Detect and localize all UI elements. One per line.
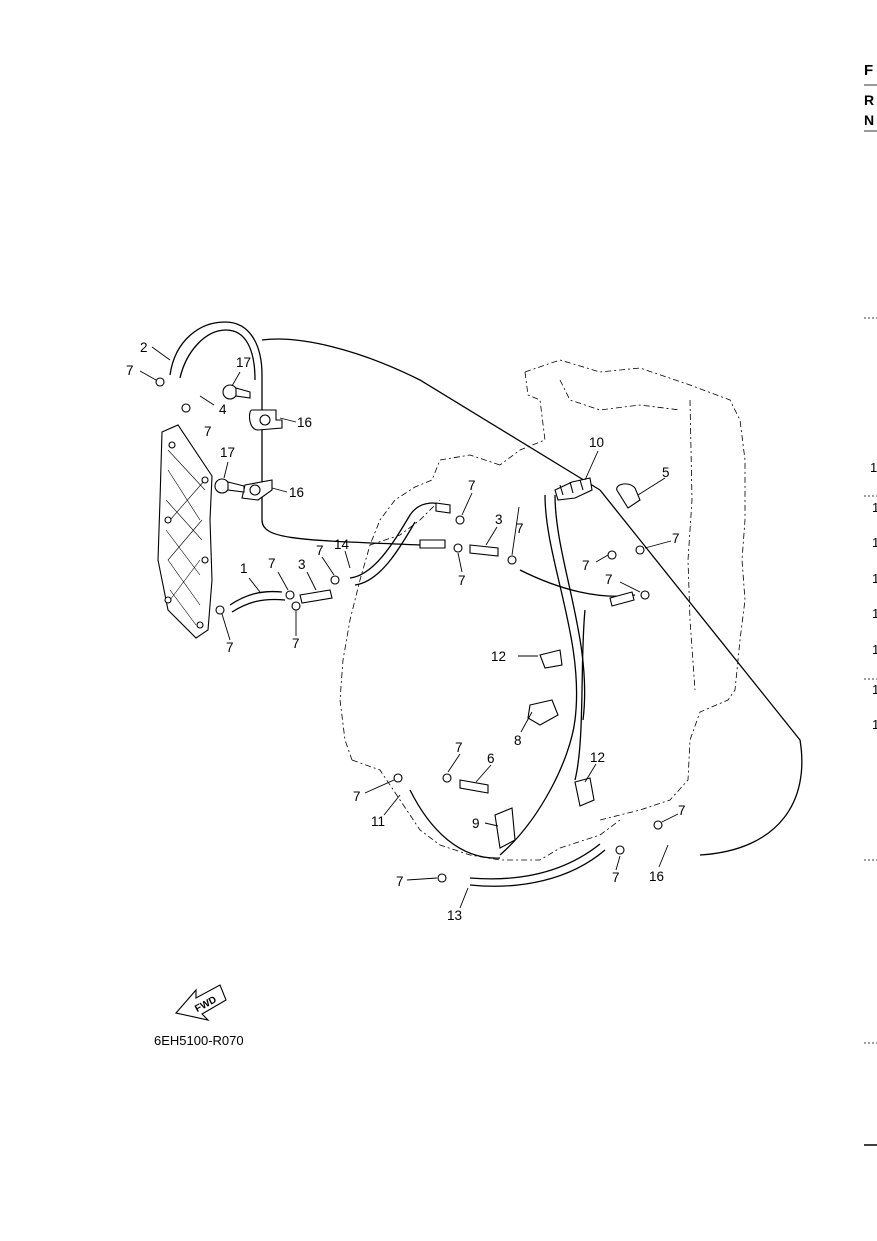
hoses	[169, 321, 803, 887]
callout-7: 7	[612, 870, 620, 885]
svg-text:1: 1	[872, 571, 877, 586]
callout-2: 2	[140, 340, 148, 355]
gasket-plate	[157, 424, 213, 639]
callout-7: 7	[455, 740, 463, 755]
hose-diagonal-long	[599, 489, 803, 856]
callout-7: 7	[353, 789, 361, 804]
callout-1: 1	[240, 561, 248, 576]
svg-text:N: N	[864, 112, 874, 128]
svg-text:1: 1	[872, 500, 877, 515]
callout-labels: 2 7 4 7 17 16 17 16 1 7 3 7 14 7 7 7 3 7…	[126, 340, 686, 923]
callout-7: 7	[226, 640, 234, 655]
hose-mid-right	[519, 569, 636, 597]
hose-6	[499, 494, 578, 856]
callout-7: 7	[126, 363, 134, 378]
hose-2	[169, 321, 421, 546]
engine-block-outline	[339, 359, 746, 861]
callout-7: 7	[672, 531, 680, 546]
callout-13: 13	[447, 908, 462, 923]
svg-text:1: 1	[872, 535, 877, 550]
svg-text:1: 1	[872, 682, 877, 697]
callout-7: 7	[678, 803, 686, 818]
callout-16: 16	[289, 485, 304, 500]
callout-7: 7	[292, 636, 300, 651]
callout-7: 7	[516, 521, 524, 536]
callout-7: 7	[316, 543, 324, 558]
callout-3: 3	[495, 512, 503, 527]
callout-3: 3	[298, 557, 306, 572]
svg-text:1: 1	[872, 717, 877, 732]
callout-7: 7	[268, 556, 276, 571]
svg-text:F: F	[864, 62, 873, 79]
hose-1	[229, 590, 283, 606]
callout-12: 12	[590, 750, 605, 765]
hose-clamps	[155, 377, 663, 883]
svg-text:1: 1	[870, 460, 877, 475]
callout-10: 10	[589, 435, 604, 450]
fwd-arrow-icon: FWD	[174, 984, 227, 1021]
hose-13	[469, 849, 606, 887]
figure-code: 6EH5100-R070	[154, 1033, 244, 1048]
callout-7: 7	[204, 424, 212, 439]
callout-7: 7	[458, 573, 466, 588]
svg-text:1: 1	[872, 606, 877, 621]
clamps-16	[241, 409, 283, 501]
callout-17: 17	[220, 445, 235, 460]
callout-6: 6	[487, 751, 495, 766]
svg-text:1: 1	[872, 642, 877, 657]
callout-7: 7	[582, 558, 590, 573]
callout-7: 7	[468, 478, 476, 493]
callout-9: 9	[472, 816, 480, 831]
callout-7: 7	[396, 874, 404, 889]
hose-11	[409, 789, 501, 859]
callout-7: 7	[605, 572, 613, 587]
bolts-17	[214, 384, 251, 494]
callout-11: 11	[371, 814, 385, 829]
callout-8: 8	[514, 733, 522, 748]
callout-5: 5	[662, 465, 670, 480]
callout-15: 16	[649, 869, 664, 884]
svg-text:R: R	[864, 92, 874, 108]
callout-4: 4	[219, 402, 227, 417]
callout-14: 14	[334, 537, 350, 552]
hose-upper-long	[261, 338, 601, 491]
clip-parts	[494, 477, 641, 849]
callout-17: 17	[236, 355, 251, 370]
leader-lines	[139, 346, 679, 909]
callout-16: 16	[297, 415, 312, 430]
right-edge-fragment: F R N 1 1 1 1 1 1 1 1	[864, 62, 877, 1146]
fittings	[299, 502, 635, 794]
callout-12: 12	[491, 649, 506, 664]
